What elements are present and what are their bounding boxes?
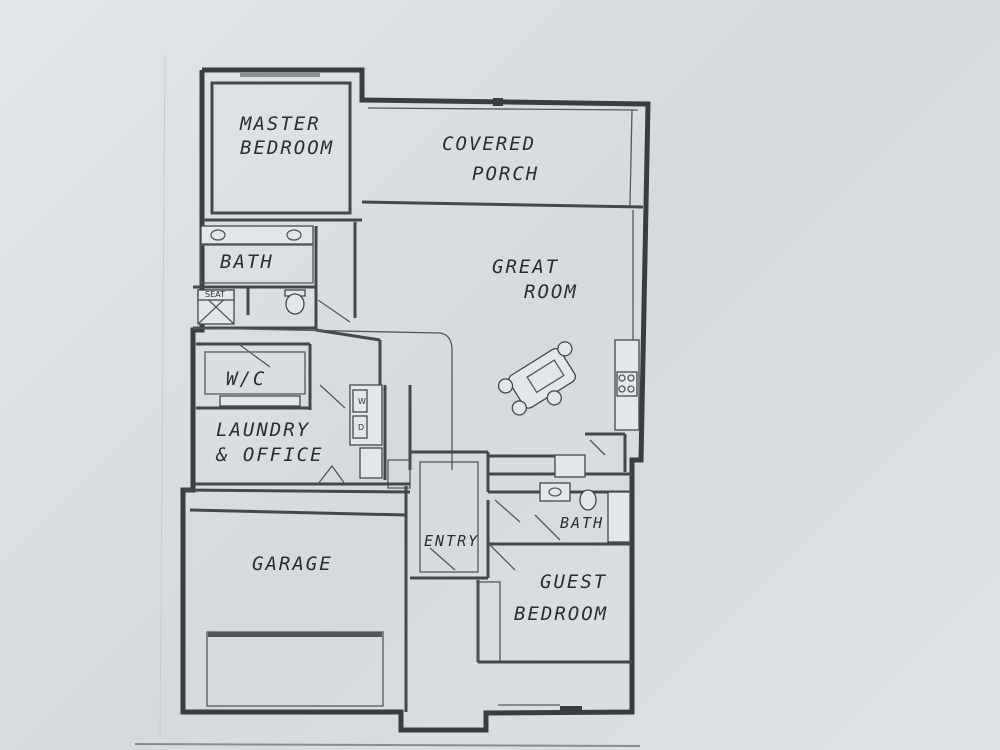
label-great-room-1: GREAT	[492, 256, 559, 278]
label-guest-bedroom-2: BEDROOM	[514, 603, 608, 625]
label-master-bedroom-2: BEDROOM	[240, 137, 334, 159]
paper-edge-bottom	[134, 743, 641, 747]
label-guest-bedroom-1: GUEST	[540, 571, 607, 593]
label-master-bedroom-1: MASTER	[239, 113, 321, 135]
laundry-office-room	[193, 328, 412, 489]
guest-bath-room	[488, 482, 632, 546]
label-covered-porch-1: COVERED	[442, 133, 536, 155]
master-bath-room	[193, 222, 357, 330]
label-garage: GARAGE	[252, 553, 333, 575]
paper-edge-left	[159, 54, 166, 741]
label-dryer: D	[358, 423, 364, 432]
guest-bedroom-room	[476, 544, 632, 714]
label-master-bath: BATH	[220, 251, 274, 273]
label-laundry-office-2: & OFFICE	[215, 444, 324, 466]
room-labels: MASTER BEDROOM COVERED PORCH BATH GREAT …	[215, 113, 608, 625]
label-wic: W/C	[226, 368, 266, 390]
label-covered-porch-2: PORCH	[472, 163, 539, 185]
fixture-labels: SEAT W D	[205, 290, 366, 432]
hallway-outline	[192, 327, 453, 470]
label-washer: W	[358, 397, 366, 406]
covered-porch-room	[361, 98, 644, 209]
garage-room	[182, 486, 411, 712]
label-great-room-2: ROOM	[524, 281, 578, 303]
label-seat: SEAT	[205, 290, 225, 299]
master-bedroom-room	[202, 72, 362, 222]
exterior-walls	[180, 67, 651, 733]
kitchen-area	[488, 210, 640, 478]
label-entry: ENTRY	[424, 532, 479, 550]
entry-room	[410, 450, 490, 580]
label-laundry-office-1: LAUNDRY	[216, 419, 310, 441]
label-guest-bath: BATH	[560, 514, 604, 532]
